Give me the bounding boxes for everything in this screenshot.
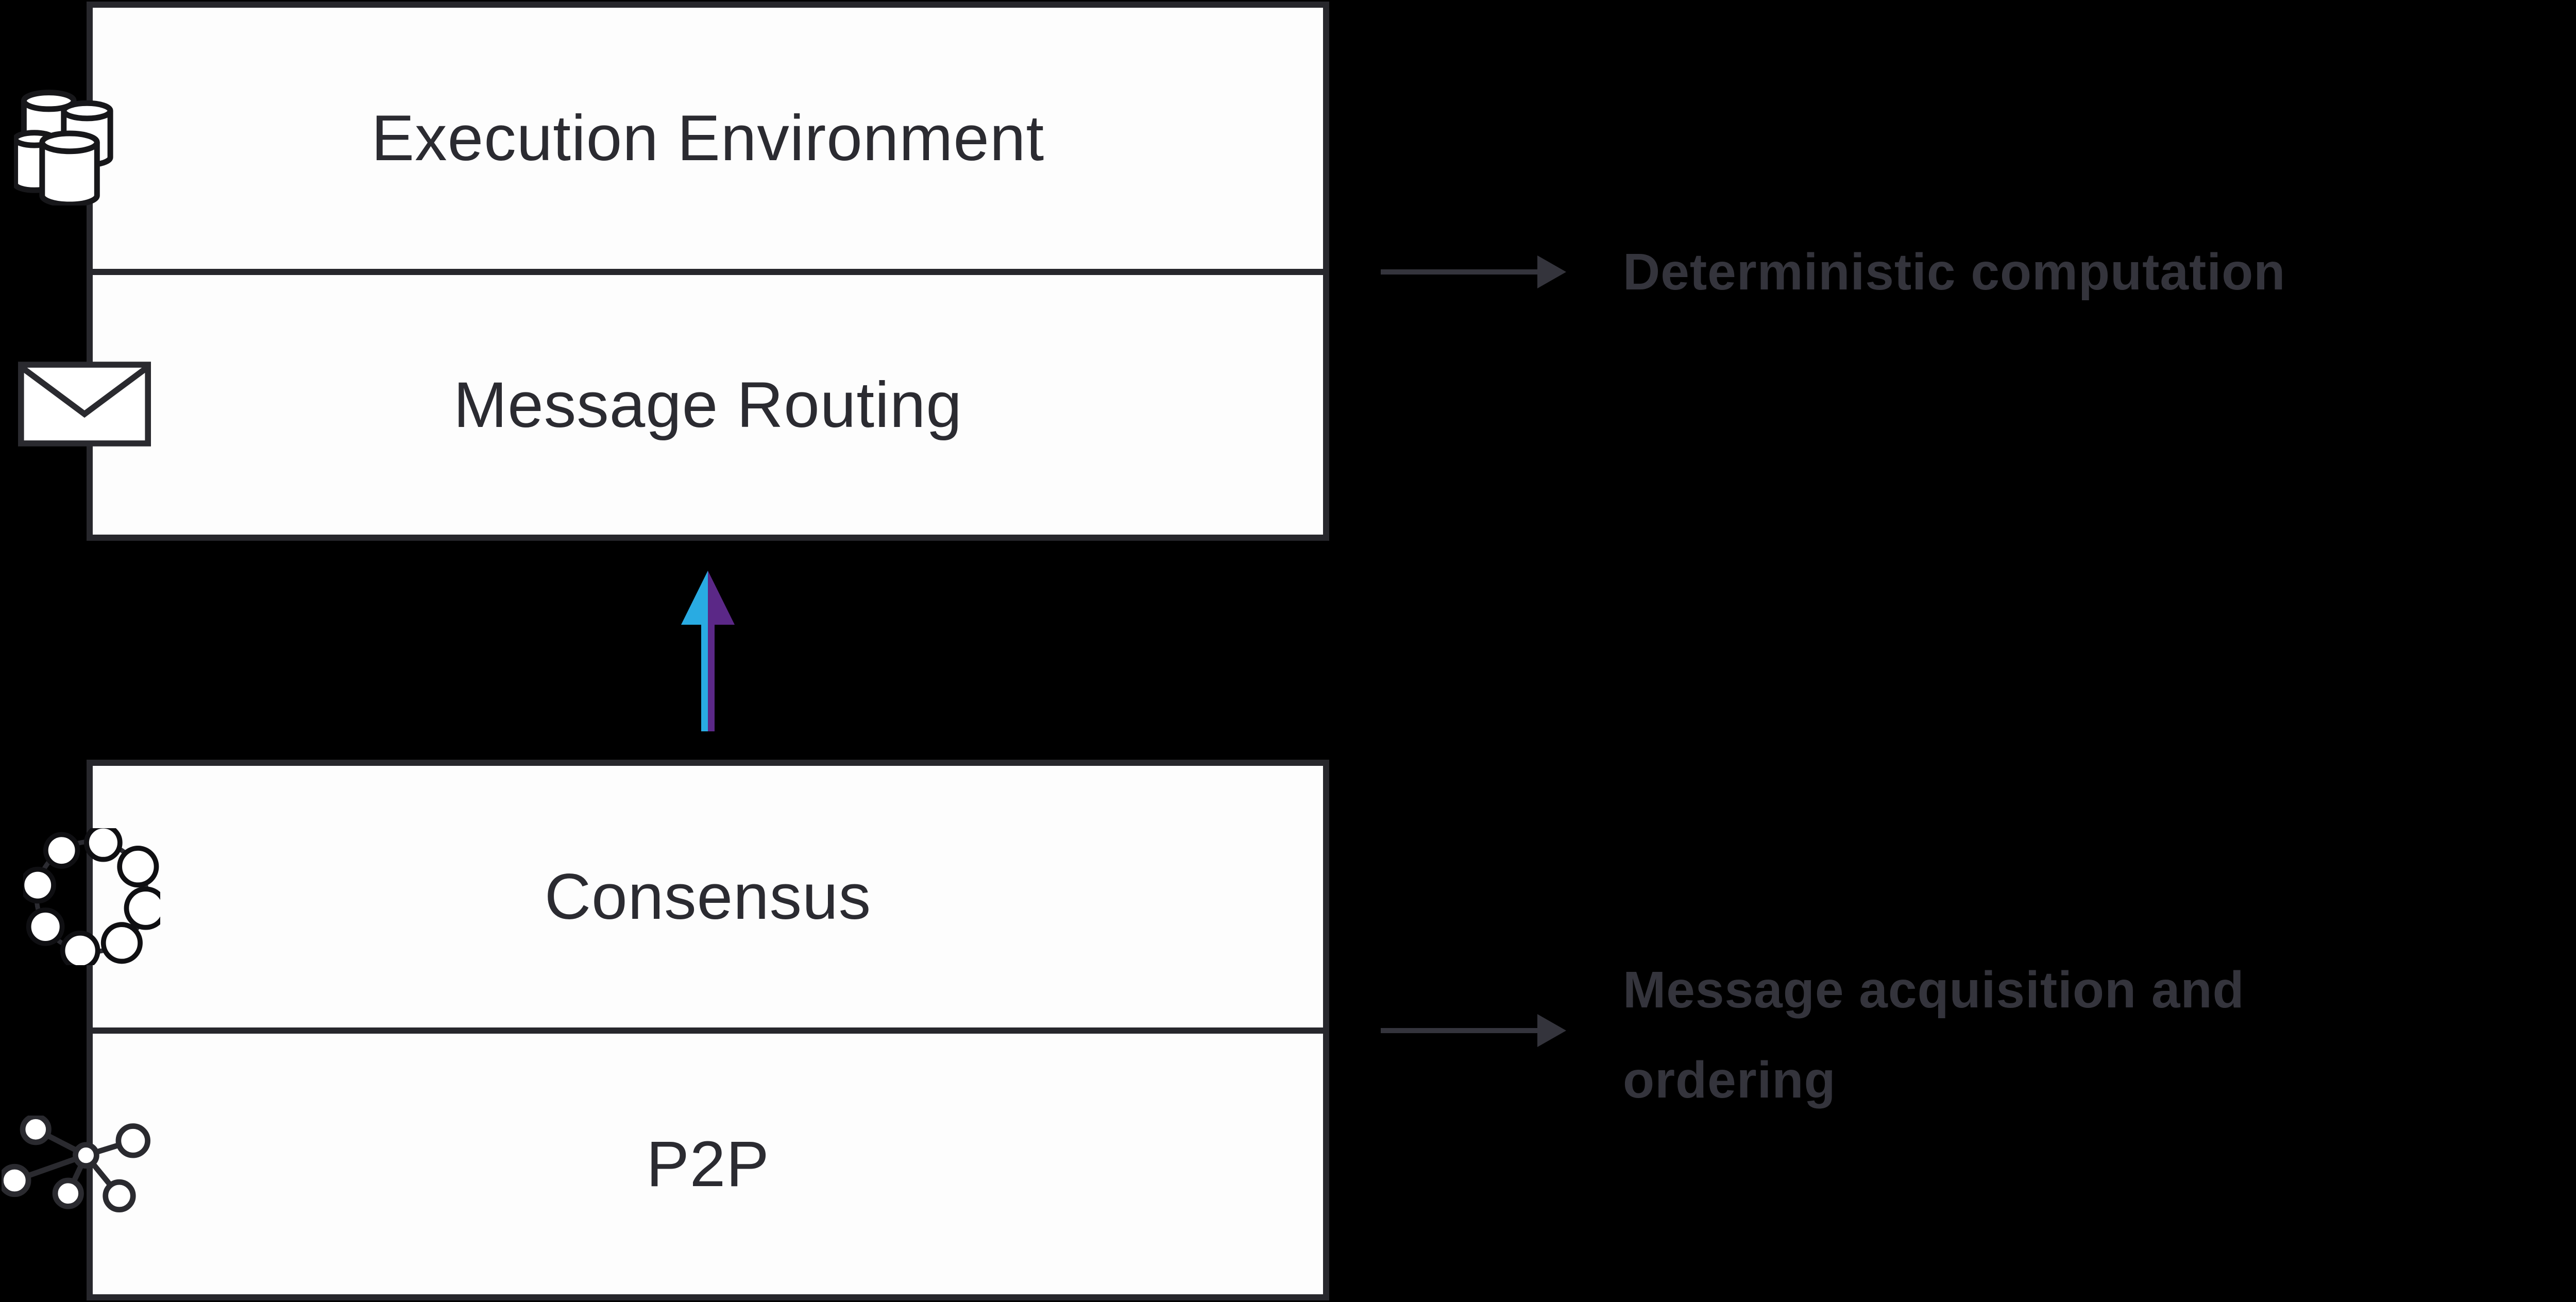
annotation-arrow-ordering-icon — [1381, 1014, 1566, 1047]
annotation-arrow-deterministic-icon — [1381, 255, 1566, 288]
annotation-deterministic-computation: Deterministic computation — [1623, 243, 2286, 301]
envelope-icon — [18, 362, 151, 447]
lower-protocol-stack: Consensus P2P — [87, 760, 1329, 1300]
box-consensus: Consensus — [93, 766, 1323, 1027]
box-label-consensus: Consensus — [544, 861, 872, 933]
box-label-execution-environment: Execution Environment — [371, 102, 1045, 174]
annotation-message-acquisition-ordering: Message acquisition and ordering — [1623, 961, 2245, 1109]
node-ring-icon — [23, 828, 160, 965]
upper-stack-divider — [93, 269, 1323, 275]
database-cluster-icon — [14, 90, 113, 205]
box-label-message-routing: Message Routing — [453, 369, 962, 441]
upper-protocol-stack: Execution Environment Message Routing — [87, 2, 1329, 541]
network-hub-icon — [2, 1116, 150, 1213]
box-execution-environment: Execution Environment — [93, 8, 1323, 269]
box-p2p: P2P — [93, 1034, 1323, 1294]
box-message-routing: Message Routing — [93, 275, 1323, 535]
upward-flow-arrow-icon — [681, 571, 735, 731]
box-label-p2p: P2P — [646, 1128, 770, 1200]
lower-stack-divider — [93, 1027, 1323, 1034]
